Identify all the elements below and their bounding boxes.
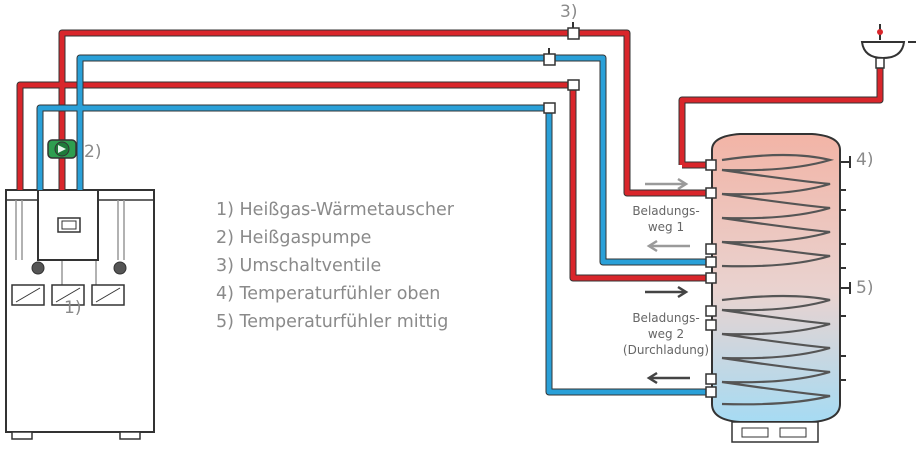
legend: 1) Heißgas-Wärmetauscher 2) Heißgaspumpe…	[216, 196, 454, 336]
hot-water-tank	[705, 133, 851, 443]
hot-gas-pump-icon	[47, 139, 77, 159]
loading-path-2-label: Beladungs- weg 2 (Durchladung)	[616, 310, 716, 358]
loading-path-1-label: Beladungs- weg 1	[626, 203, 706, 235]
legend-item-switch-valves: 3) Umschaltventile	[216, 256, 382, 276]
path2-line2: weg 2	[647, 327, 685, 341]
callout-1: 1)	[64, 298, 82, 318]
sink-icon	[860, 24, 916, 69]
path1-line1: Beladungs-	[632, 204, 700, 218]
callout-4: 4)	[856, 150, 874, 170]
callout-2: 2)	[84, 142, 102, 162]
legend-item-hot-gas-pump: 2) Heißgaspumpe	[216, 228, 372, 248]
legend-item-heat-exchanger: 1) Heißgas-Wärmetauscher	[216, 200, 454, 220]
switch-valves	[543, 22, 580, 114]
legend-item-temp-sensor-middle: 5) Temperaturfühler mittig	[216, 312, 449, 332]
callout-5: 5)	[856, 278, 874, 298]
flow-arrows	[645, 177, 690, 385]
legend-item-temp-sensor-top: 4) Temperaturfühler oben	[216, 284, 441, 304]
heat-pump-unit	[5, 189, 155, 440]
path2-line3: (Durchladung)	[622, 343, 710, 357]
path1-line2: weg 1	[647, 220, 685, 234]
callout-3: 3)	[560, 2, 578, 22]
path2-line1: Beladungs-	[632, 311, 700, 325]
